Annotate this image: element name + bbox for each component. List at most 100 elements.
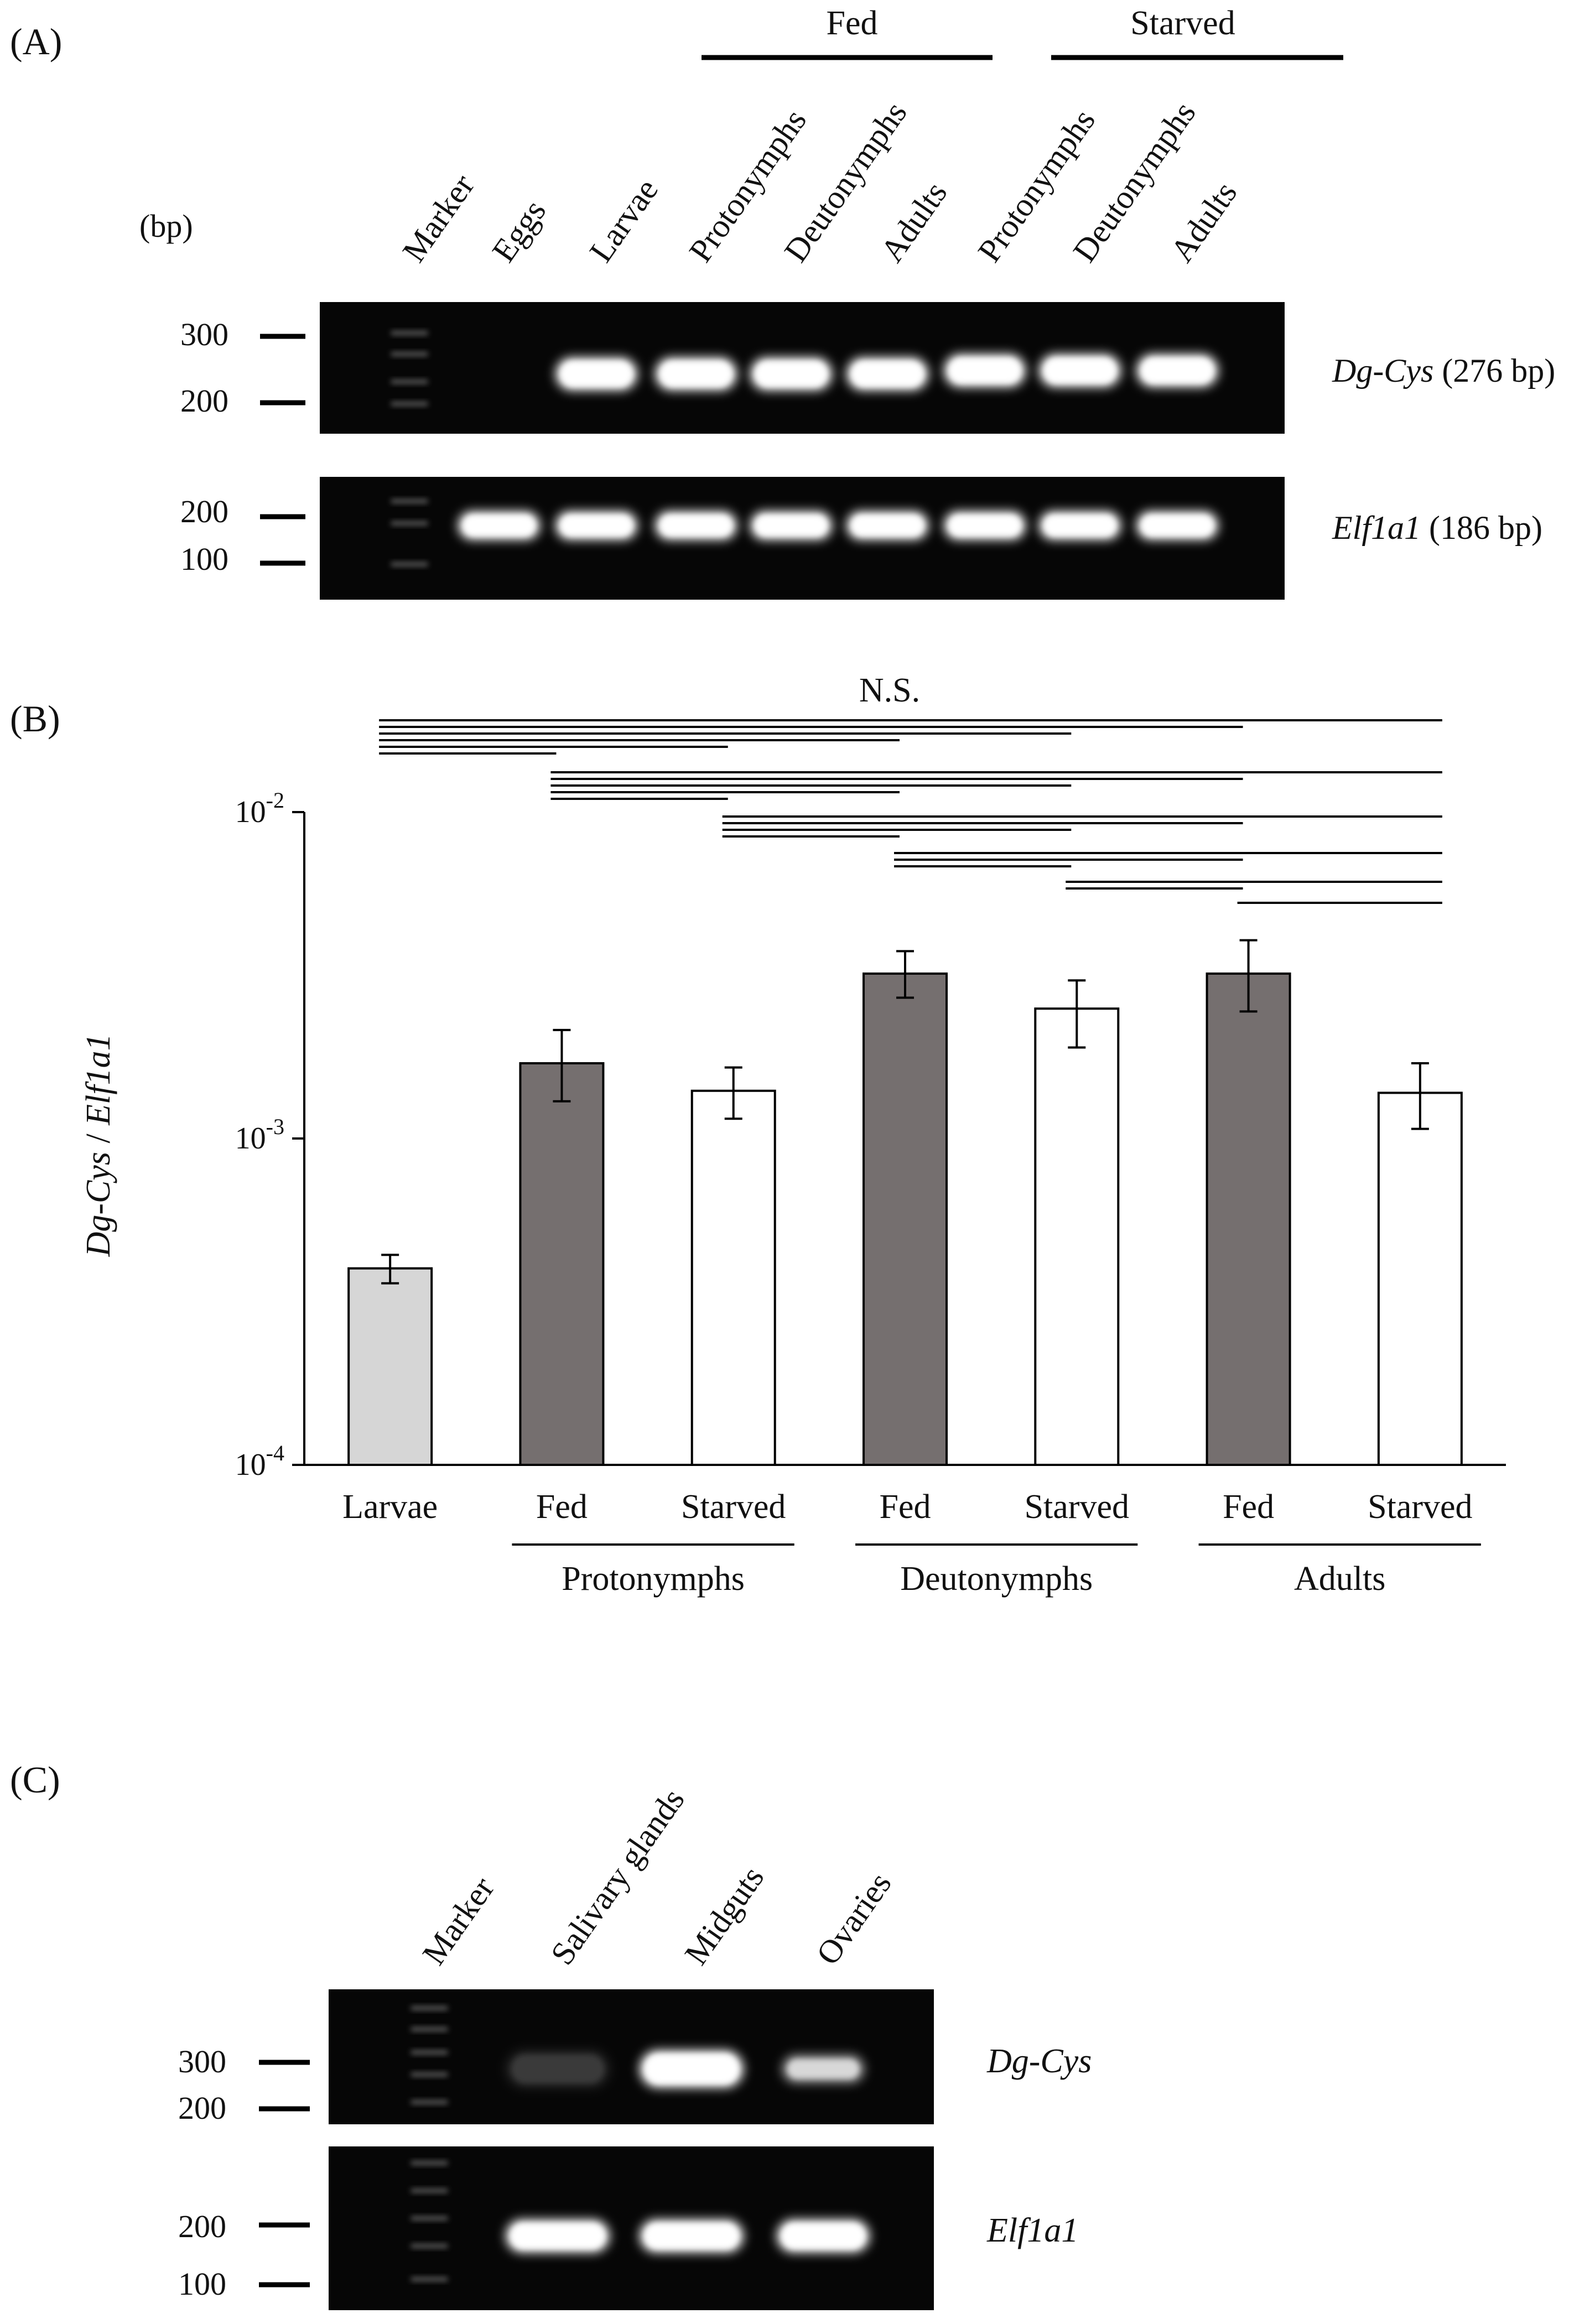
y-tick-label: 10-2: [235, 788, 284, 829]
gel-band: [782, 2223, 865, 2249]
lane-label: Eggs: [485, 193, 553, 268]
y-axis-label: Dg-Cys / Elf1a1: [80, 1034, 117, 1257]
gel-band: [949, 358, 1021, 383]
gel-band: [1141, 358, 1213, 383]
gel-band: [511, 2054, 605, 2084]
y-tick-label: 10-4: [235, 1441, 284, 1482]
lane-label-c: Salivary glands: [544, 1782, 692, 1971]
bar: [863, 972, 948, 1467]
lane-label-c: Ovaries: [809, 1866, 898, 1972]
lane-label: Adults: [1163, 175, 1244, 269]
gene-label-c-elf1a1: Elf1a1: [986, 2212, 1078, 2249]
gel-band: [560, 361, 632, 387]
bar: [1034, 1007, 1120, 1467]
gel-band: [851, 515, 923, 536]
gel-band: [645, 2054, 739, 2084]
gel-elf1a1-bands: [391, 499, 1219, 566]
gel-c-elf1a1-bands: [411, 2161, 870, 2281]
gel-band: [511, 2223, 605, 2249]
bp-label: (bp): [139, 208, 193, 244]
category-label: Starved: [681, 1488, 786, 1526]
group-label-starved: Starved: [1130, 4, 1235, 42]
group-label: Protonymphs: [562, 1560, 745, 1598]
panel-b: (B) N.S. Dg-Cys / Elf1a1 10-2 10-3 10-4Lar…: [10, 672, 1506, 1598]
gene-label-c-dg-cys: Dg-Cys: [986, 2042, 1092, 2080]
ladder-band: [411, 2216, 448, 2221]
y-tick-label: 10-3: [235, 1114, 284, 1156]
category-label: Fed: [536, 1488, 588, 1526]
bar: [347, 1267, 433, 1467]
category-label: Fed: [1223, 1488, 1274, 1526]
category-label: Fed: [880, 1488, 931, 1526]
significance-lines: [379, 719, 1442, 904]
ladder-c-label-100: 100: [178, 2266, 226, 2302]
bar: [1206, 972, 1291, 1467]
ladder-band: [411, 2188, 448, 2193]
lane-label-c: Midguts: [678, 1860, 771, 1972]
gel-band: [949, 515, 1021, 536]
ladder-band: [391, 402, 428, 406]
gel-band: [1044, 358, 1116, 383]
ladder-band: [391, 352, 428, 356]
gel-band: [660, 361, 732, 387]
ladder-label-200: 200: [180, 383, 228, 419]
panel-c-label: (C): [10, 1759, 60, 1801]
group-label: Adults: [1294, 1560, 1385, 1598]
ladder-label-200b: 200: [180, 493, 228, 529]
lane-label-c: Marker: [415, 1870, 501, 1972]
category-label: Larvae: [342, 1488, 438, 1526]
ladder-band: [391, 499, 428, 503]
ladder-c-label-200b: 200: [178, 2208, 226, 2244]
gel-band: [560, 515, 632, 536]
ladder-c-label-300: 300: [178, 2044, 226, 2079]
significance-label: N.S.: [859, 672, 920, 709]
ladder-band: [391, 379, 428, 384]
bar: [690, 1089, 776, 1466]
ladder-band: [411, 2072, 448, 2077]
lane-label: Larvae: [583, 172, 666, 268]
gel-band: [851, 361, 923, 387]
bar: [1377, 1091, 1463, 1466]
panel-a-label: (A): [10, 20, 62, 63]
gel-band: [660, 515, 732, 536]
ladder-band: [411, 2277, 448, 2281]
bar: [519, 1062, 605, 1466]
lane-label: Adults: [874, 175, 954, 269]
group-label-fed: Fed: [827, 4, 878, 42]
ladder-band: [411, 2100, 448, 2104]
ladder-band: [411, 2050, 448, 2055]
ladder-band: [391, 331, 428, 335]
ladder-band: [391, 521, 428, 526]
group-label: Deutonymphs: [900, 1560, 1093, 1598]
gel-c-dg-cys-bands: [411, 2006, 865, 2104]
gel-band: [755, 515, 827, 536]
gene-label-dg-cys: Dg-Cys (276 bp): [1332, 352, 1555, 389]
gel-band: [645, 2223, 739, 2249]
ladder-label-300: 300: [180, 316, 228, 352]
gel-dg-cys-bands: [391, 331, 1219, 406]
gel-band: [1141, 515, 1213, 536]
gene-label-elf1a1: Elf1a1 (186 bp): [1332, 509, 1542, 546]
group-labels: Protonymphs Deutonymphs Adults: [512, 1543, 1481, 1598]
gel-band: [787, 2059, 859, 2079]
gel-band: [755, 361, 827, 387]
lane-label: Marker: [396, 168, 481, 269]
gel-band: [463, 515, 535, 536]
ladder-band: [411, 2027, 448, 2031]
panel-b-label: (B): [10, 698, 60, 740]
ladder-c-label-200: 200: [178, 2090, 226, 2126]
category-label: Starved: [1368, 1488, 1472, 1526]
ladder-band: [391, 562, 428, 566]
ladder-band: [411, 2161, 448, 2165]
gel-band: [1044, 515, 1116, 536]
ladder-band: [411, 2244, 448, 2248]
ladder-label-100: 100: [180, 541, 228, 577]
ladder-band: [411, 2006, 448, 2010]
category-label: Starved: [1025, 1488, 1129, 1526]
